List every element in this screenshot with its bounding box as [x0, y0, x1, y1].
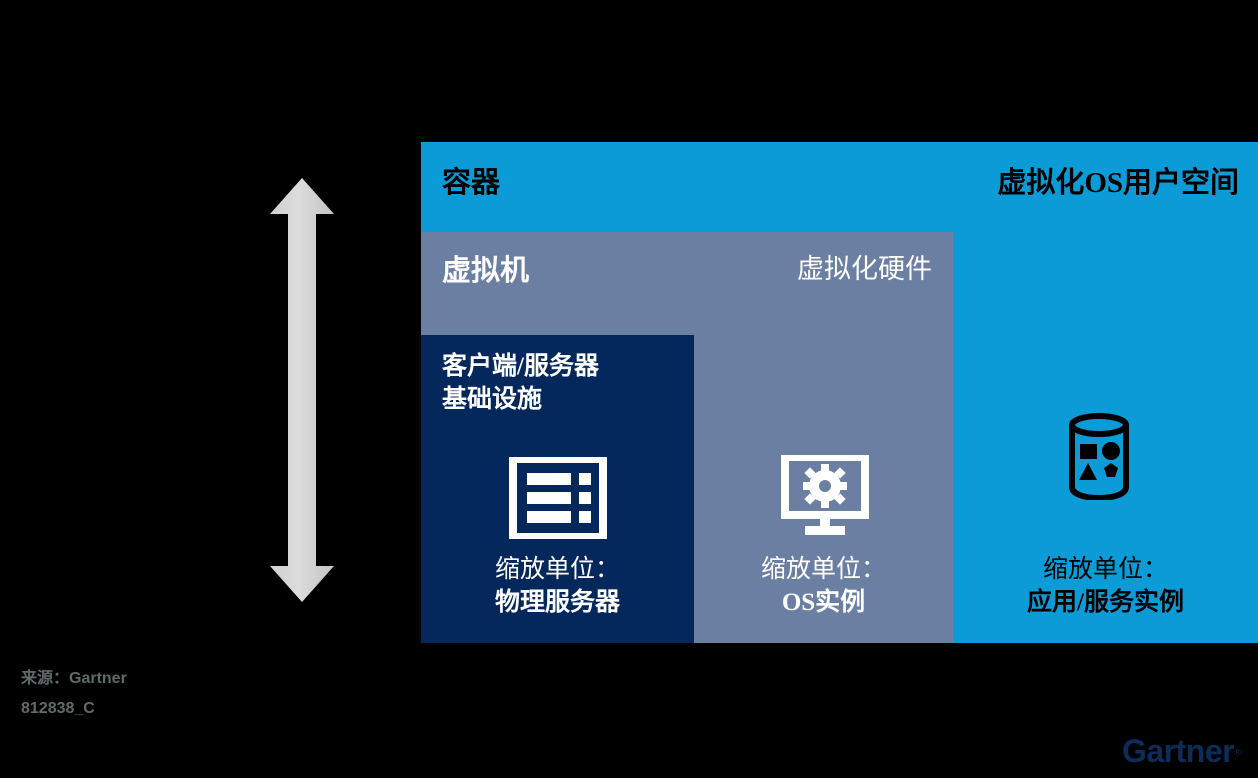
label-client-server-line1: 客户端/服务器	[442, 353, 599, 380]
monitor-gear-icon-wrapper	[781, 453, 869, 542]
label-virtual-machine: 虚拟机	[442, 255, 530, 287]
registered-mark-icon: ®	[1234, 747, 1241, 758]
source-note: 来源：Gartner	[21, 670, 127, 687]
scale-unit-app-service-instance: 缩放单位： 应用/服务实例	[953, 554, 1258, 619]
stack-diagram: 容器 虚拟化OS用户空间 虚拟机 虚拟化硬件 客户端/服务器 基础设施	[421, 142, 1258, 643]
database-shapes-icon-wrapper	[1066, 412, 1132, 505]
label-virtualized-hardware: 虚拟化硬件	[797, 254, 932, 284]
gartner-logo: Gartner®	[1122, 735, 1248, 767]
column-physical-server	[421, 335, 694, 643]
scale-unit-label-physical: 缩放单位：	[494, 556, 620, 583]
server-rack-icon	[509, 455, 607, 541]
band-virtual-machine	[421, 232, 953, 335]
scale-unit-value-os: OS实例	[781, 588, 866, 616]
label-client-server-line2: 基础设施	[442, 386, 543, 414]
label-container: 容器	[442, 167, 501, 199]
scale-arrow	[268, 178, 336, 602]
scale-unit-value-physical: 物理服务器	[494, 588, 620, 616]
scale-unit-value-app: 应用/服务实例	[1027, 588, 1184, 616]
gartner-logo-text: Gartner	[1122, 733, 1235, 769]
database-shapes-icon	[1069, 413, 1129, 502]
scale-unit-label-app: 缩放单位：	[1042, 556, 1168, 583]
server-rack-icon-wrapper	[509, 455, 607, 544]
band-container	[421, 142, 1258, 232]
scale-unit-os-instance: 缩放单位： OS实例	[694, 554, 953, 619]
monitor-gear-icon	[781, 453, 869, 535]
scale-unit-physical-server: 缩放单位： 物理服务器	[421, 554, 694, 619]
document-id: 812838_C	[21, 700, 95, 717]
label-client-server-infrastructure: 客户端/服务器 基础设施	[442, 350, 599, 417]
double-headed-vertical-arrow-icon	[270, 178, 334, 602]
label-virtualized-os-user-space: 虚拟化OS用户空间	[997, 167, 1239, 199]
scale-unit-label-os: 缩放单位：	[760, 556, 886, 583]
